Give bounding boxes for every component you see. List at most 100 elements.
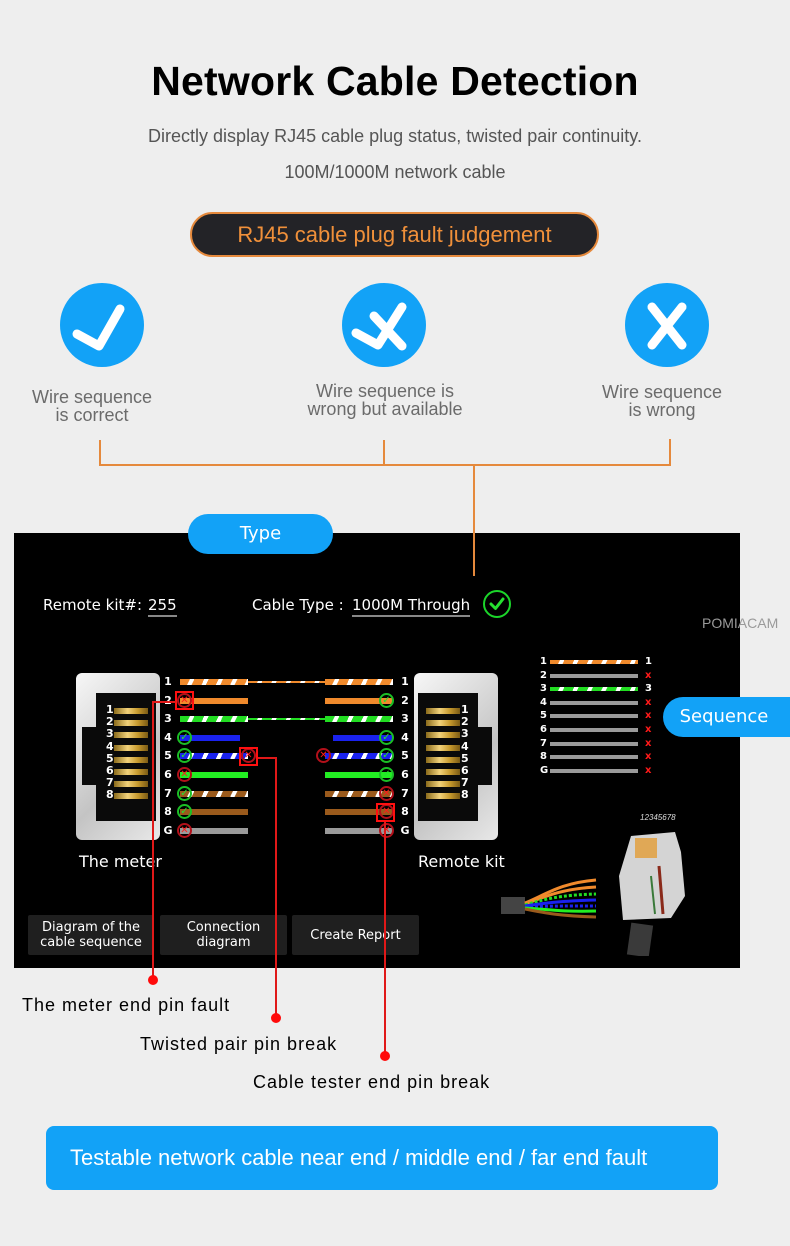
connector-pin-number: 3 (106, 727, 114, 741)
connector-pin (426, 769, 460, 775)
connector-pin (114, 720, 148, 727)
meter-fault-callout-line (152, 701, 154, 981)
connector-pin (114, 744, 148, 751)
sequence-pin-label: 6 (540, 724, 547, 735)
wire-pin-label-right: 6 (401, 768, 409, 781)
caption-line: Wire sequence (31, 387, 153, 407)
sequence-result: x (645, 724, 652, 735)
sequence-result: x (645, 751, 652, 763)
fault-judgement-pill: RJ45 cable plug fault judgement (190, 212, 599, 257)
check-cross-icon (342, 283, 426, 367)
wire-pin-label-right: 3 (401, 712, 409, 726)
meter-fault-dot (148, 975, 158, 985)
connector-pin-number: 5 (461, 751, 469, 765)
connector-pin (114, 732, 148, 739)
bracket-connector (473, 464, 475, 576)
connector-pin-number: 2 (106, 715, 114, 729)
bracket-line (99, 440, 101, 466)
pin-ok-icon: ✓ (379, 729, 394, 745)
sequence-pin-label: G (540, 764, 549, 776)
tester-fault-dot (380, 1051, 390, 1061)
wire-left (180, 697, 248, 704)
pin-fault-icon: ✕ (177, 692, 192, 708)
wire-pin-label-left: 6 (164, 768, 172, 781)
sequence-wire (550, 673, 638, 678)
connector-pin-number: 3 (461, 727, 469, 741)
connector-pin-number: 4 (461, 739, 469, 753)
sequence-pin-label: 4 (540, 696, 547, 708)
sequence-wire (550, 660, 638, 664)
wire-pin-label-right: 8 (401, 805, 409, 819)
sequence-result: x (645, 669, 652, 681)
caption-line: is wrong (628, 400, 696, 420)
wire-left (180, 809, 248, 816)
cable-type-label: Cable Type : (252, 596, 344, 614)
bracket-line (669, 439, 671, 466)
wire-left (180, 772, 248, 778)
caption-wrong-available: Wire sequence is wrong but available (280, 382, 490, 418)
pin-fault-icon: ✕ (316, 748, 331, 764)
connection-diagram-button[interactable]: Connection diagram (160, 915, 287, 955)
twisted-fault-callout-line (275, 757, 277, 1019)
watermark: POMIACAM (702, 615, 779, 631)
sequence-wire (550, 714, 638, 719)
pin-fault-icon: ✕ (177, 822, 192, 838)
wire-pin-label-left: 4 (164, 730, 172, 744)
remote-kit-label: Remote kit#: (43, 596, 143, 614)
wire-pin-label-right: 4 (401, 730, 409, 744)
connector-pin-number: 6 (461, 764, 469, 777)
connector-pin (426, 781, 460, 788)
caption-correct: Wire sequence is correct (12, 388, 172, 424)
plug-pin-numbers: 12345678 (640, 813, 676, 822)
sequence-pin-label: 3 (540, 683, 547, 695)
caption-wrong: Wire sequence is wrong (582, 383, 742, 419)
wire-right (325, 790, 393, 797)
connector-pin-number: 1 (106, 703, 114, 716)
wire-right (325, 753, 393, 760)
tester-fault-callout-line (384, 822, 386, 1056)
pin-ok-icon: ✓ (177, 729, 192, 745)
wire-right (325, 772, 393, 778)
connector-pin (426, 720, 460, 727)
create-report-button[interactable]: Create Report (292, 915, 419, 955)
wire-left (180, 753, 248, 760)
sequence-result: x (645, 696, 652, 708)
wire-pin-label-right: 5 (401, 749, 409, 763)
pin-fault-icon: ✕ (177, 767, 192, 782)
wire-pin-label-left: 7 (164, 786, 172, 800)
tester-fault-label: Cable tester end pin break (253, 1072, 491, 1092)
rj45-plug-image (615, 826, 693, 958)
wire-right (325, 679, 393, 685)
subtitle-line-1: Directly display RJ45 cable plug status,… (148, 126, 642, 146)
cable-type-value[interactable]: 1000M Through (352, 596, 471, 617)
sequence-pin-label: 1 (540, 656, 547, 667)
bracket-line (99, 464, 671, 466)
twisted-pair-fault-label: Twisted pair pin break (140, 1034, 338, 1054)
wire-right (333, 734, 393, 741)
connector-pin-number: 8 (106, 788, 114, 802)
sequence-wire (550, 755, 638, 760)
caption-line: is correct (55, 405, 129, 425)
connector-pin (114, 793, 148, 800)
cross-icon (625, 283, 709, 367)
sequence-wire (550, 687, 638, 692)
check-icon (60, 283, 144, 367)
subtitle-line-2: 100M/1000M network cable (284, 162, 506, 182)
sequence-result: x (645, 737, 652, 749)
cable-sequence-button[interactable]: Diagram of the cable sequence (28, 915, 154, 955)
connector-pin-number: 5 (106, 751, 114, 765)
fault-highlight-box (175, 691, 194, 710)
remote-kit-value[interactable]: 255 (148, 596, 177, 617)
wire-pin-label-left: 3 (164, 712, 172, 726)
connector-pin (114, 708, 148, 714)
cable-strands-image (500, 875, 600, 920)
sequence-pin-label: 7 (540, 737, 547, 749)
meter-label: The meter (79, 852, 162, 871)
wire-right (325, 827, 393, 834)
sequence-result: x (645, 764, 652, 776)
wire-pin-label-left: 2 (163, 694, 173, 707)
wire-pin-label-left: 5 (164, 749, 172, 763)
twisted-fault-callout-line (258, 757, 277, 759)
wire-pin-label-left: G (163, 823, 173, 837)
pin-ok-icon: ✓ (379, 767, 394, 782)
